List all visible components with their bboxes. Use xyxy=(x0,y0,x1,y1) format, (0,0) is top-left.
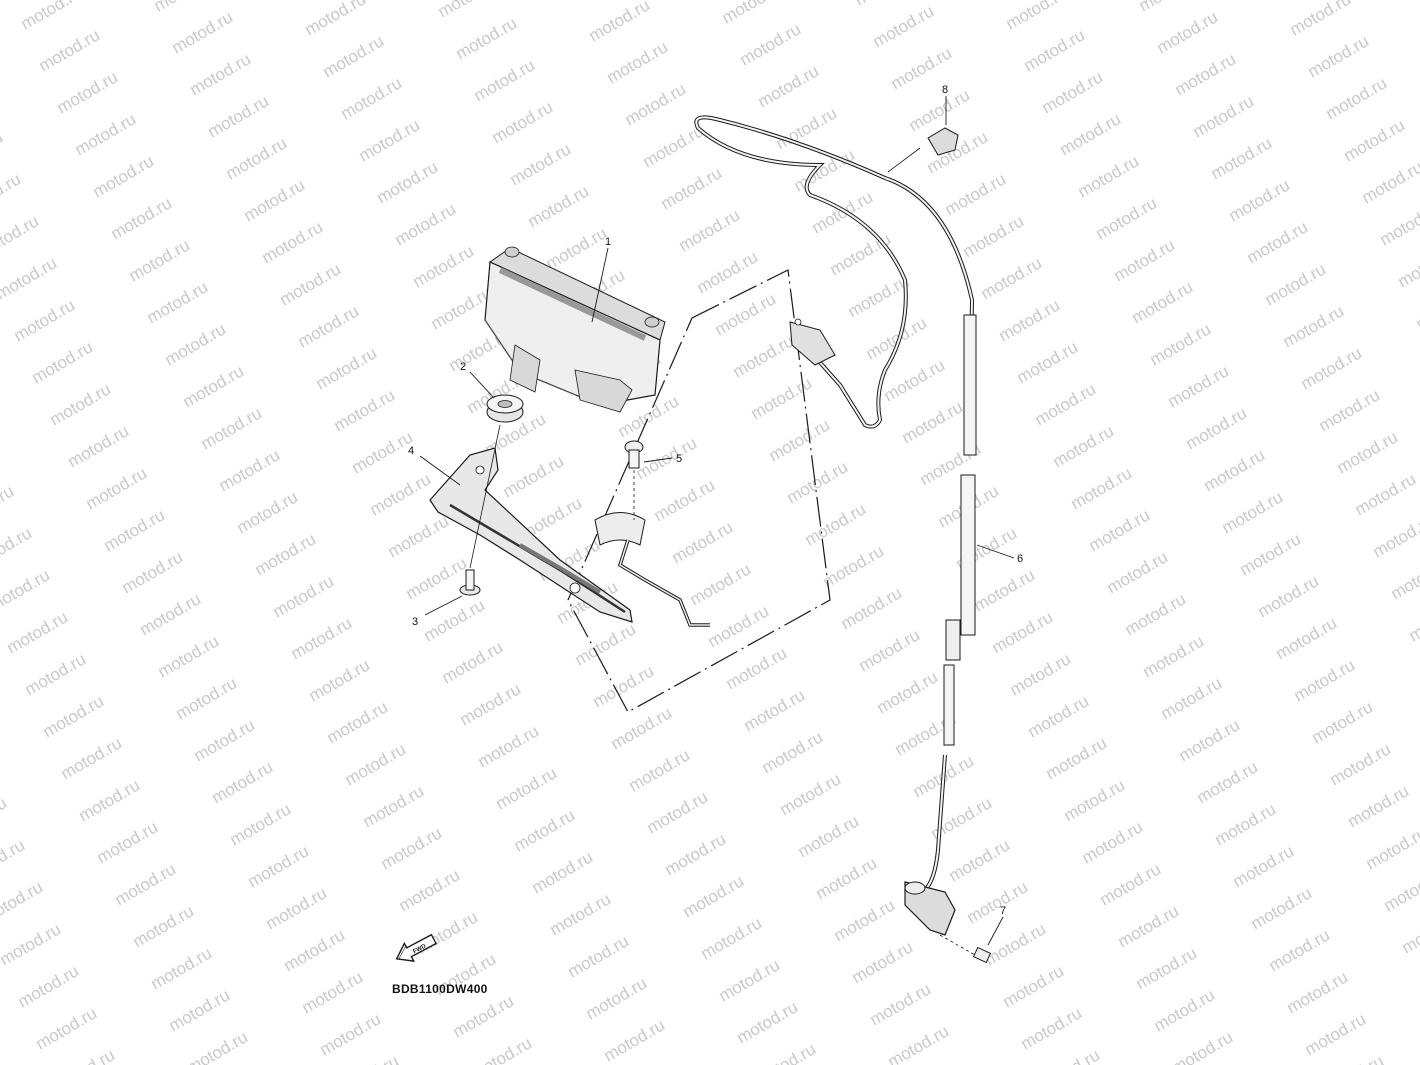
meter-wire-harness xyxy=(694,115,908,429)
bolt-part-7 xyxy=(939,934,992,964)
speedometer-cable-part xyxy=(884,176,977,892)
diagram-code: BDB1100DW400 xyxy=(392,982,488,996)
cable-end-housing xyxy=(904,881,956,936)
meter-stay-part xyxy=(594,512,710,627)
bolt-part-5 xyxy=(624,440,644,520)
front-direction-arrow-icon: FWD xyxy=(395,933,438,962)
callout-4: 4 xyxy=(408,445,414,457)
callout-6: 6 xyxy=(1017,553,1023,565)
connector-part xyxy=(887,127,959,173)
grommet-part xyxy=(486,394,524,423)
collar-part xyxy=(459,424,501,596)
meter-assembly-part xyxy=(484,246,666,413)
callout-3: 3 xyxy=(412,616,418,628)
callout-8: 8 xyxy=(942,84,948,96)
meter-bracket-part xyxy=(429,447,633,623)
callout-7: 7 xyxy=(1000,905,1006,917)
callout-5: 5 xyxy=(676,453,682,465)
bracket-group-frame xyxy=(567,269,831,713)
callout-leaders xyxy=(419,96,1015,946)
callout-2: 2 xyxy=(460,361,466,373)
callout-1: 1 xyxy=(605,236,611,248)
